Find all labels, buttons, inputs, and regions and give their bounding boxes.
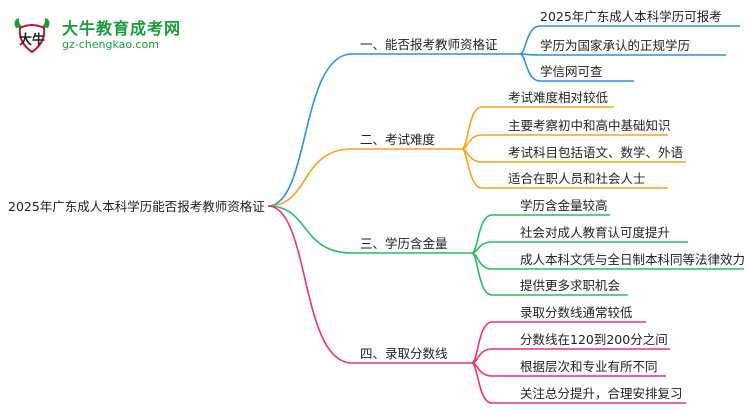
branch-3-item-1[interactable]: 学历含金量较高 [520, 198, 608, 213]
branch-1-label[interactable]: 一、能否报考教师资格证 [360, 37, 498, 52]
branch-3-item-2-connector [471, 241, 688, 254]
root-node[interactable]: 2025年广东成人本科学历能否报考教师资格证 [8, 199, 265, 214]
branch-4-item-4[interactable]: 关注总分提升，合理安排复习 [520, 386, 683, 401]
branch-1-connector [267, 53, 353, 207]
branch-2-item-2[interactable]: 主要考察初中和高中基础知识 [508, 118, 671, 133]
branch-3-item-4[interactable]: 提供更多求职机会 [520, 278, 621, 293]
branch-3-item-2[interactable]: 社会对成人教育认可度提升 [520, 225, 671, 240]
branch-1-item-3[interactable]: 学信网可查 [540, 64, 603, 79]
branch-2-item-2-connector [461, 134, 668, 150]
branch-4-item-2-connector [471, 348, 670, 364]
branch-2-item-4[interactable]: 适合在职人员和社会人士 [508, 171, 646, 186]
branch-4-item-4-connector [471, 362, 686, 404]
site-logo[interactable]: 大牛 大牛教育成考网 gz-chengkao.com [10, 14, 200, 58]
branch-2-connector [267, 148, 353, 207]
branch-2-label[interactable]: 二、考试难度 [360, 132, 436, 147]
branch-2-item-4-connector [461, 148, 668, 189]
branch-4-item-2[interactable]: 分数线在120到200分之间 [520, 332, 668, 347]
branch-4-item-1[interactable]: 录取分数线通常较低 [520, 305, 633, 320]
branch-1-item-2[interactable]: 学历为国家承认的正规学历 [540, 38, 691, 53]
branch-2-item-1[interactable]: 考试难度相对较低 [508, 90, 609, 105]
branch-1-item-3-connector [519, 53, 634, 82]
branch-4-label[interactable]: 四、录取分数线 [360, 346, 448, 361]
branch-4-connector [267, 205, 353, 364]
logo-url: gz-chengkao.com [62, 38, 159, 51]
logo-title: 大牛教育成考网 [62, 19, 182, 38]
branch-4-item-3[interactable]: 根据层次和专业有所不同 [520, 359, 658, 374]
branch-3-label[interactable]: 三、学历含金量 [360, 236, 448, 251]
branch-1-item-1[interactable]: 2025年广东成人本科学历可报考 [540, 9, 722, 24]
branch-2-item-3[interactable]: 考试科目包括语文、数学、外语 [508, 145, 684, 160]
bull-logo-icon: 大牛 [14, 18, 50, 54]
branch-3-connector [267, 205, 353, 254]
branch-3-item-1-connector [471, 214, 610, 254]
branch-2-item-1-connector [461, 106, 614, 150]
branch-1-item-2-connector [519, 53, 726, 56]
branch-1-item-1-connector [519, 25, 740, 55]
branch-3-item-3[interactable]: 成人本科文凭与全日制本科同等法律效力 [520, 252, 746, 267]
logo-mark-text: 大牛 [19, 32, 45, 48]
branch-3-item-4-connector [471, 252, 628, 296]
